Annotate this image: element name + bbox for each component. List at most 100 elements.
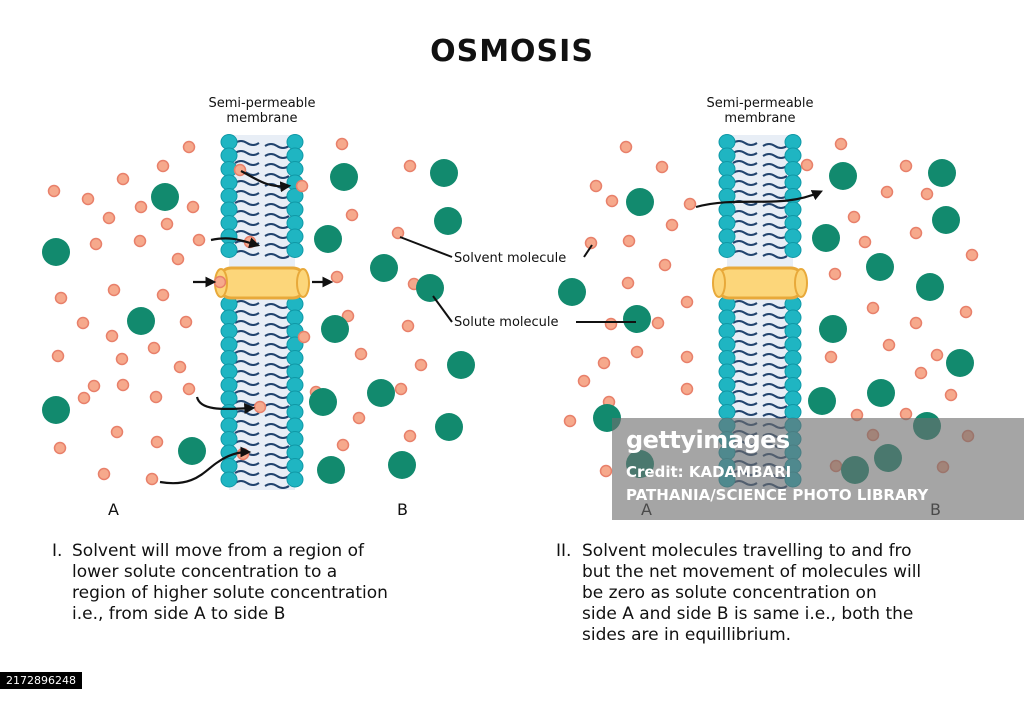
lipid-tail: [732, 350, 758, 356]
channel-end: [794, 268, 808, 298]
solvent-molecule: [920, 187, 934, 201]
arrows: [159, 170, 824, 485]
solute-molecule: [946, 349, 974, 377]
solvent-molecule: [335, 137, 349, 151]
phospholipid-head: [784, 201, 802, 218]
solute-molecule: [321, 315, 349, 343]
phospholipid-head: [220, 201, 238, 218]
caption-one-text: Solvent will move from a region of lower…: [72, 541, 388, 624]
lipid-tail: [762, 153, 788, 159]
solvent-molecule: [51, 349, 65, 363]
solute-molecule: [434, 207, 462, 235]
solute-molecule: [151, 183, 179, 211]
solvent-molecule: [102, 211, 116, 225]
phospholipid-head: [220, 134, 238, 150]
solvent-molecule: [563, 414, 577, 428]
phospholipid-head: [784, 350, 802, 366]
lipid-tail: [732, 220, 758, 226]
solute-molecule: [928, 159, 956, 187]
phospholipid-head: [784, 377, 802, 393]
solvent-molecule: [87, 379, 101, 393]
lipid-tail: [234, 390, 260, 396]
solvent-molecule: [107, 283, 121, 297]
lipid-tail: [264, 473, 290, 479]
solute-molecule: [812, 224, 840, 252]
solvent-molecule: [253, 400, 267, 414]
lipid-tail: [732, 150, 758, 156]
solvent-molecule: [149, 390, 163, 404]
lipid-tail: [762, 343, 788, 349]
movement-arrow: [159, 446, 252, 485]
membrane-label-left: Semi-permeable membrane: [182, 96, 342, 126]
particles: [42, 137, 979, 486]
phospholipid-head: [784, 174, 802, 191]
lipid-tail: [732, 340, 758, 346]
lipid-tail: [264, 393, 290, 399]
lipid-tail: [732, 320, 758, 326]
lipid-tail: [264, 423, 290, 429]
solute-molecule: [829, 162, 857, 190]
phospholipid-head: [220, 336, 238, 353]
movement-arrow: [695, 190, 824, 209]
phospholipid-head: [286, 471, 304, 488]
lipid-tail: [732, 210, 758, 216]
solute-molecule: [819, 315, 847, 343]
caption-one-number: I.: [52, 541, 63, 561]
phospholipid-head: [220, 377, 238, 393]
phospholipid-head: [718, 201, 736, 218]
lipid-tail: [732, 140, 758, 146]
solvent-molecule: [909, 226, 923, 240]
solvent-molecule: [236, 447, 250, 461]
phospholipid-head: [286, 390, 304, 407]
lipid-tail: [732, 230, 758, 236]
lipid-tail: [762, 413, 788, 419]
lipid-tail: [234, 220, 260, 226]
phospholipid-head: [718, 363, 736, 380]
lipid-tail: [264, 243, 290, 249]
lipid-tail: [732, 360, 758, 366]
phospholipid-head: [220, 431, 238, 447]
phospholipid-head: [286, 363, 304, 380]
phospholipid-head: [718, 242, 736, 258]
solvent-molecule: [597, 356, 611, 370]
solvent-molecule: [401, 319, 415, 333]
solute-molecule: [430, 159, 458, 187]
lipid-tail: [234, 310, 260, 316]
phospholipid-head: [286, 431, 304, 447]
page-title: OSMOSIS: [430, 34, 594, 69]
solvent-molecule: [354, 347, 368, 361]
phospholipid-head: [286, 134, 304, 150]
lipid-tail: [234, 250, 260, 256]
lipid-tail: [732, 380, 758, 386]
watermark: gettyimages Credit: KADAMBARI PATHANIA/S…: [612, 418, 1024, 520]
solute-molecule: [367, 379, 395, 407]
lipid-tail: [234, 200, 260, 206]
solvent-molecule: [336, 438, 350, 452]
phospholipid-head: [784, 215, 802, 231]
phospholipid-head: [286, 377, 304, 393]
solvent-molecule: [297, 330, 311, 344]
phospholipid-head: [718, 350, 736, 366]
solvent-molecule: [965, 248, 979, 262]
phospholipid-head: [286, 147, 304, 164]
lipid-tail: [264, 313, 290, 319]
solvent-molecule: [394, 382, 408, 396]
lipid-tail: [762, 223, 788, 229]
phospholipid-head: [718, 309, 736, 326]
side-label-b-left: B: [397, 500, 408, 519]
lipid-tail: [234, 380, 260, 386]
watermark-credit: Credit: KADAMBARI PATHANIA/SCIENCE PHOTO…: [626, 463, 929, 504]
solute-molecule: [416, 274, 444, 302]
solvent-molecule: [847, 210, 861, 224]
solvent-molecule: [944, 388, 958, 402]
lipid-tail: [264, 203, 290, 209]
solute-molecule: [808, 387, 836, 415]
solvent-molecule-label: Solvent molecule: [454, 251, 567, 266]
lipid-tail: [762, 353, 788, 359]
lipid-tail: [762, 373, 788, 379]
lipid-tail: [234, 210, 260, 216]
solvent-molecule: [828, 267, 842, 281]
lipid-tail: [264, 163, 290, 169]
lipid-tail: [762, 243, 788, 249]
phospholipid-head: [286, 350, 304, 366]
